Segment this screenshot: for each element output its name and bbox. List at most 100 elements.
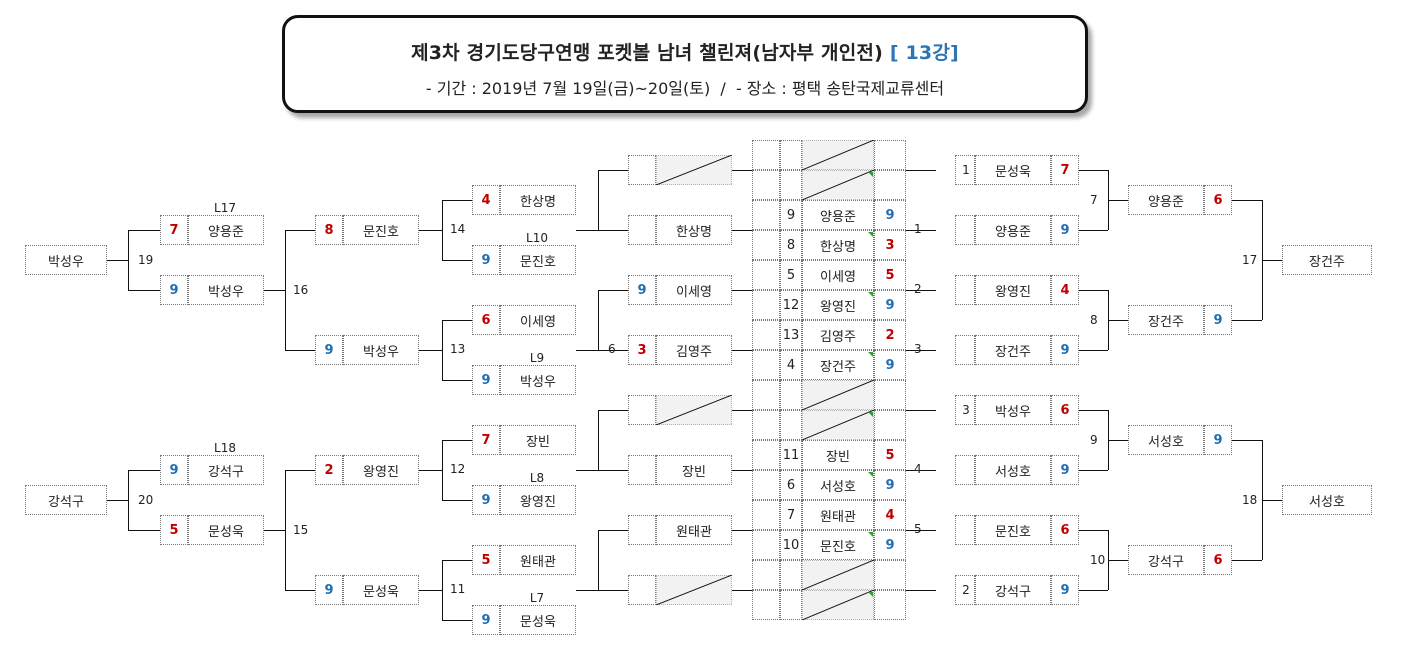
match-no: 2 (962, 583, 970, 597)
center-no: 13 (780, 320, 802, 350)
semi-name: 문성욱 (188, 515, 264, 545)
r16-score: 6 (472, 305, 500, 335)
empty-slot (802, 380, 874, 410)
loser-label: L8 (529, 471, 545, 485)
bracket-line (442, 500, 472, 501)
bracket-line (107, 260, 128, 261)
r16-right-name: 문성욱 (975, 155, 1051, 185)
center-no (780, 590, 802, 620)
center-score (874, 140, 906, 170)
qf-name: 문성욱 (343, 575, 419, 605)
match-no: 19 (138, 253, 154, 267)
r16-right-name: 강석구 (975, 575, 1051, 605)
bracket-line (598, 350, 628, 351)
bracket-line (442, 380, 472, 381)
match-no: 10 (1090, 553, 1106, 567)
r16-name: 문성욱 (500, 605, 576, 635)
match-no: 18 (1242, 493, 1258, 507)
center-no: 9 (780, 200, 802, 230)
match-no: 1 (962, 163, 970, 177)
bracket-line (442, 560, 443, 620)
bracket-line (598, 470, 628, 471)
r16-score: 9 (472, 245, 500, 275)
bracket-line (442, 320, 472, 321)
bracket-line (285, 230, 286, 350)
bracket-line (1108, 200, 1128, 201)
bracket-line (576, 590, 598, 591)
bracket-line (906, 170, 936, 171)
match-no: 11 (450, 582, 466, 596)
center-no: 12 (780, 290, 802, 320)
win-marker (868, 592, 873, 597)
bracket-line (442, 560, 472, 561)
bracket-line (598, 170, 628, 171)
bracket-line (107, 500, 128, 501)
r16-right-name: 양용준 (975, 215, 1051, 245)
qf-right-score: 9 (1204, 425, 1232, 455)
bracket-line (598, 590, 628, 591)
center-no (780, 380, 802, 410)
bracket-line (732, 590, 752, 591)
empty-slot (656, 155, 732, 185)
bracket-line (1108, 320, 1128, 321)
bracket-line (1079, 410, 1108, 411)
bracket-line (906, 530, 936, 531)
r32-score (628, 395, 656, 425)
qf-score: 9 (315, 575, 343, 605)
center-name: 서성호 (802, 470, 874, 500)
bracket-line (906, 350, 936, 351)
round-badge: [ 13강] (889, 42, 959, 64)
bracket-line (285, 230, 315, 231)
match-no: 6 (608, 342, 616, 356)
bracket-line (906, 230, 936, 231)
bracket-line (128, 470, 160, 471)
title-box: 제3차 경기도당구연맹 포켓볼 남녀 챌린져(남자부 개인전) [ 13강] -… (282, 15, 1088, 113)
win-marker (868, 472, 873, 477)
r32-score (628, 215, 656, 245)
loser-label: L17 (214, 201, 236, 215)
r32-score (628, 575, 656, 605)
center-score: 9 (874, 290, 906, 320)
win-marker (868, 532, 873, 537)
bracket-line (419, 470, 442, 471)
center-score: 9 (874, 350, 906, 380)
center-score: 4 (874, 500, 906, 530)
center-no (780, 560, 802, 590)
center-left-pad (752, 500, 780, 530)
r32-score: 9 (628, 275, 656, 305)
r32-name: 장빈 (656, 455, 732, 485)
match-no: 7 (1090, 193, 1098, 207)
center-score (874, 410, 906, 440)
center-left-pad (752, 470, 780, 500)
r16-right-no-box (955, 275, 975, 305)
semi-score: 5 (160, 515, 188, 545)
bracket-line (576, 350, 598, 351)
final-right-bottom: 서성호 (1282, 485, 1372, 515)
r16-right-name: 박성우 (975, 395, 1051, 425)
bracket-line (1079, 230, 1108, 231)
qf-right-name: 강석구 (1128, 545, 1204, 575)
r16-right-no-box (955, 575, 975, 605)
match-no: 20 (138, 493, 154, 507)
bracket-line (1262, 500, 1282, 501)
bracket-line (128, 530, 160, 531)
bracket-line (442, 200, 472, 201)
qf-right-score: 6 (1204, 545, 1232, 575)
bracket-line (598, 170, 599, 230)
bracket-line (1079, 590, 1108, 591)
r16-name: 원태관 (500, 545, 576, 575)
r32-name: 한상명 (656, 215, 732, 245)
match-no: 14 (450, 222, 466, 236)
bracket-line (576, 230, 598, 231)
match-no: 5 (914, 522, 922, 536)
center-score: 2 (874, 320, 906, 350)
bracket-line (576, 470, 598, 471)
bracket-line (264, 290, 285, 291)
center-no (780, 410, 802, 440)
bracket-line (598, 410, 628, 411)
empty-slot (802, 590, 874, 620)
r16-name: 한상명 (500, 185, 576, 215)
final-right-top: 장건주 (1282, 245, 1372, 275)
qf-name: 문진호 (343, 215, 419, 245)
loser-label: L18 (214, 441, 236, 455)
